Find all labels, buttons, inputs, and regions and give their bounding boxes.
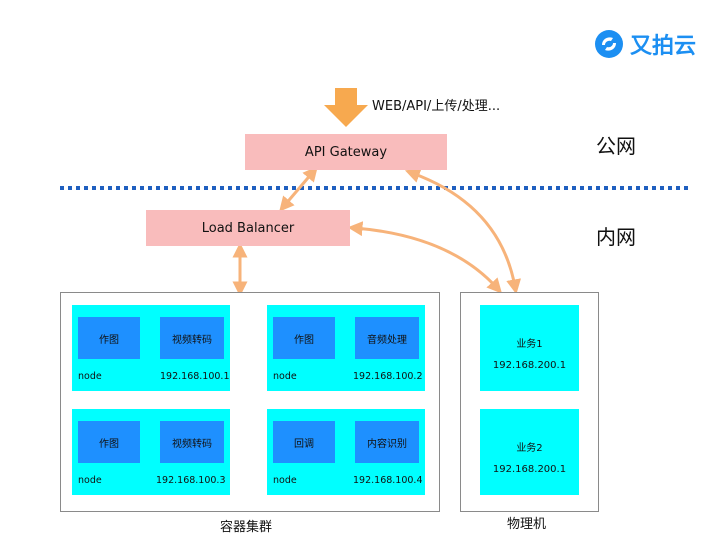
- node-card: 回调 内容识别 node 192.168.100.4: [267, 409, 425, 495]
- zone-private: 内网: [596, 225, 636, 249]
- logo: 又拍云: [594, 28, 696, 60]
- incoming-arrow: [324, 88, 368, 127]
- load-balancer-label: Load Balancer: [201, 220, 295, 236]
- node-label: node: [273, 475, 297, 486]
- service-box: 作图: [78, 317, 140, 359]
- api-gateway-label: API Gateway: [304, 144, 388, 160]
- machine-card: 业务1 192.168.200.1: [480, 305, 579, 391]
- node-card: 作图 视频转码 node 192.168.100.3: [72, 409, 230, 495]
- node-label: node: [273, 371, 297, 382]
- cluster-label: 容器集群: [220, 520, 273, 535]
- service-box: 视频转码: [160, 421, 224, 463]
- service-label: 内容识别: [367, 438, 407, 450]
- service-label: 作图: [99, 334, 119, 346]
- logo-icon: [595, 30, 623, 58]
- service-label: 作图: [99, 438, 119, 450]
- machine-name: 业务2: [516, 443, 543, 454]
- gateway-lb-arrow: [279, 166, 318, 212]
- node-ip: 192.168.100.1: [160, 371, 230, 382]
- service-box: 视频转码: [160, 317, 224, 359]
- node-label: node: [78, 371, 102, 382]
- service-box: 回调: [273, 421, 335, 463]
- service-label: 音频处理: [367, 334, 407, 346]
- load-balancer-box: Load Balancer: [146, 210, 350, 246]
- machine-ip: 192.168.200.1: [492, 360, 567, 371]
- traffic-label: WEB/API/上传/处理...: [372, 99, 501, 114]
- machine-card: 业务2 192.168.200.1: [480, 409, 579, 495]
- service-label: 作图: [294, 334, 314, 346]
- gateway-physical-arrow: [404, 168, 522, 295]
- service-box: 作图: [273, 317, 335, 359]
- lb-physical-arrow: [347, 221, 503, 294]
- api-gateway-box: API Gateway: [245, 134, 447, 170]
- node-ip: 192.168.100.4: [353, 475, 423, 486]
- service-label: 视频转码: [172, 438, 212, 450]
- physical-label: 物理机: [507, 517, 547, 532]
- service-label: 回调: [294, 438, 314, 450]
- node-card: 作图 视频转码 node 192.168.100.1: [72, 305, 230, 391]
- service-box: 作图: [78, 421, 140, 463]
- node-card: 作图 音频处理 node 192.168.100.2: [267, 305, 425, 391]
- node-label: node: [78, 475, 102, 486]
- service-box: 内容识别: [355, 421, 419, 463]
- node-ip: 192.168.100.2: [353, 371, 423, 382]
- node-ip: 192.168.100.3: [156, 475, 226, 486]
- service-box: 音频处理: [355, 317, 419, 359]
- zone-public: 公网: [596, 134, 636, 158]
- machine-name: 业务1: [516, 339, 543, 350]
- service-label: 视频转码: [172, 334, 212, 346]
- machine-ip: 192.168.200.1: [492, 464, 567, 475]
- logo-text: 又拍云: [630, 34, 697, 59]
